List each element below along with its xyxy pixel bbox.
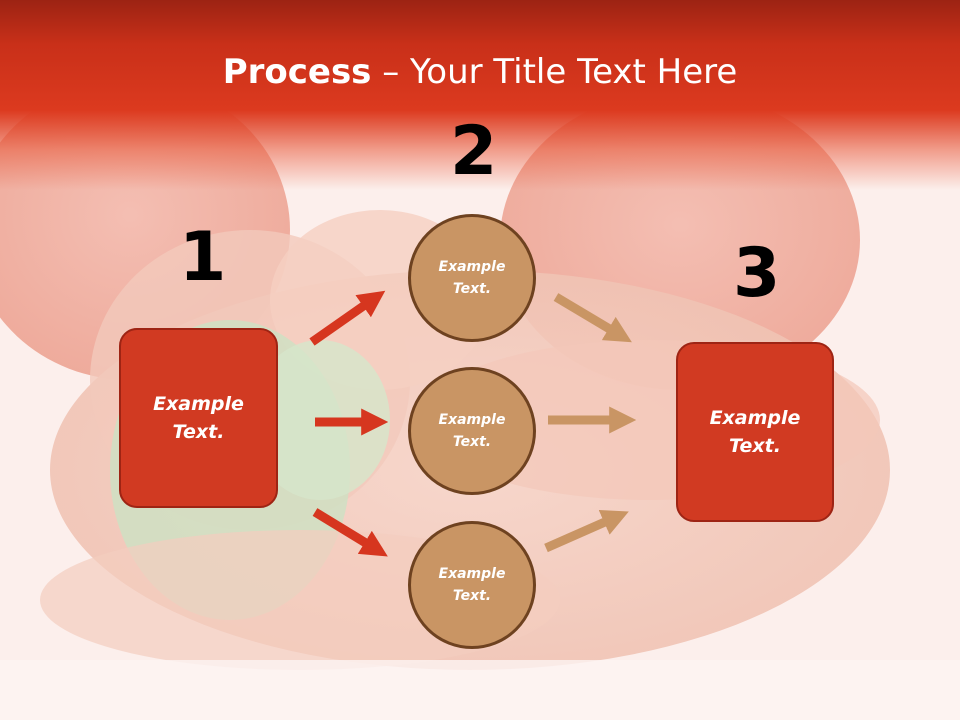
- step-3-box: Example Text.: [676, 342, 834, 522]
- arrow-box1-to-circle1: [309, 290, 386, 346]
- step-3-box-line2: Text.: [729, 435, 781, 457]
- step-2-circle-3: Example Text.: [408, 521, 536, 649]
- title-banner: [0, 0, 960, 190]
- circle-3-line1: Example: [438, 565, 506, 582]
- step-2-circle-2: Example Text.: [408, 367, 536, 495]
- step-number-1: 1: [179, 218, 227, 297]
- title-rest: – Your Title Text Here: [371, 52, 738, 92]
- step-1-box-line1: Example: [153, 392, 244, 415]
- circle-2-line2: Text.: [452, 434, 492, 450]
- arrow-circle3-to-box3: [544, 510, 629, 553]
- circle-1-line1: Example: [438, 258, 506, 275]
- circle-2-line1: Example: [438, 411, 506, 428]
- step-number-3: 3: [733, 234, 781, 313]
- step-3-box-line1: Example: [709, 406, 801, 429]
- circle-3-line2: Text.: [452, 588, 492, 604]
- step-1-box-line2: Text.: [172, 421, 225, 443]
- circle-1-line2: Text.: [452, 281, 492, 297]
- step-1-box: Example Text.: [119, 328, 278, 508]
- page-title: Process – Your Title Text Here: [0, 52, 960, 92]
- title-bold: Process: [222, 52, 372, 92]
- step-number-2: 2: [450, 112, 498, 191]
- step-2-circle-1: Example Text.: [408, 214, 536, 342]
- arrow-circle1-to-box3: [553, 293, 632, 343]
- arrow-box1-to-circle3: [312, 508, 388, 557]
